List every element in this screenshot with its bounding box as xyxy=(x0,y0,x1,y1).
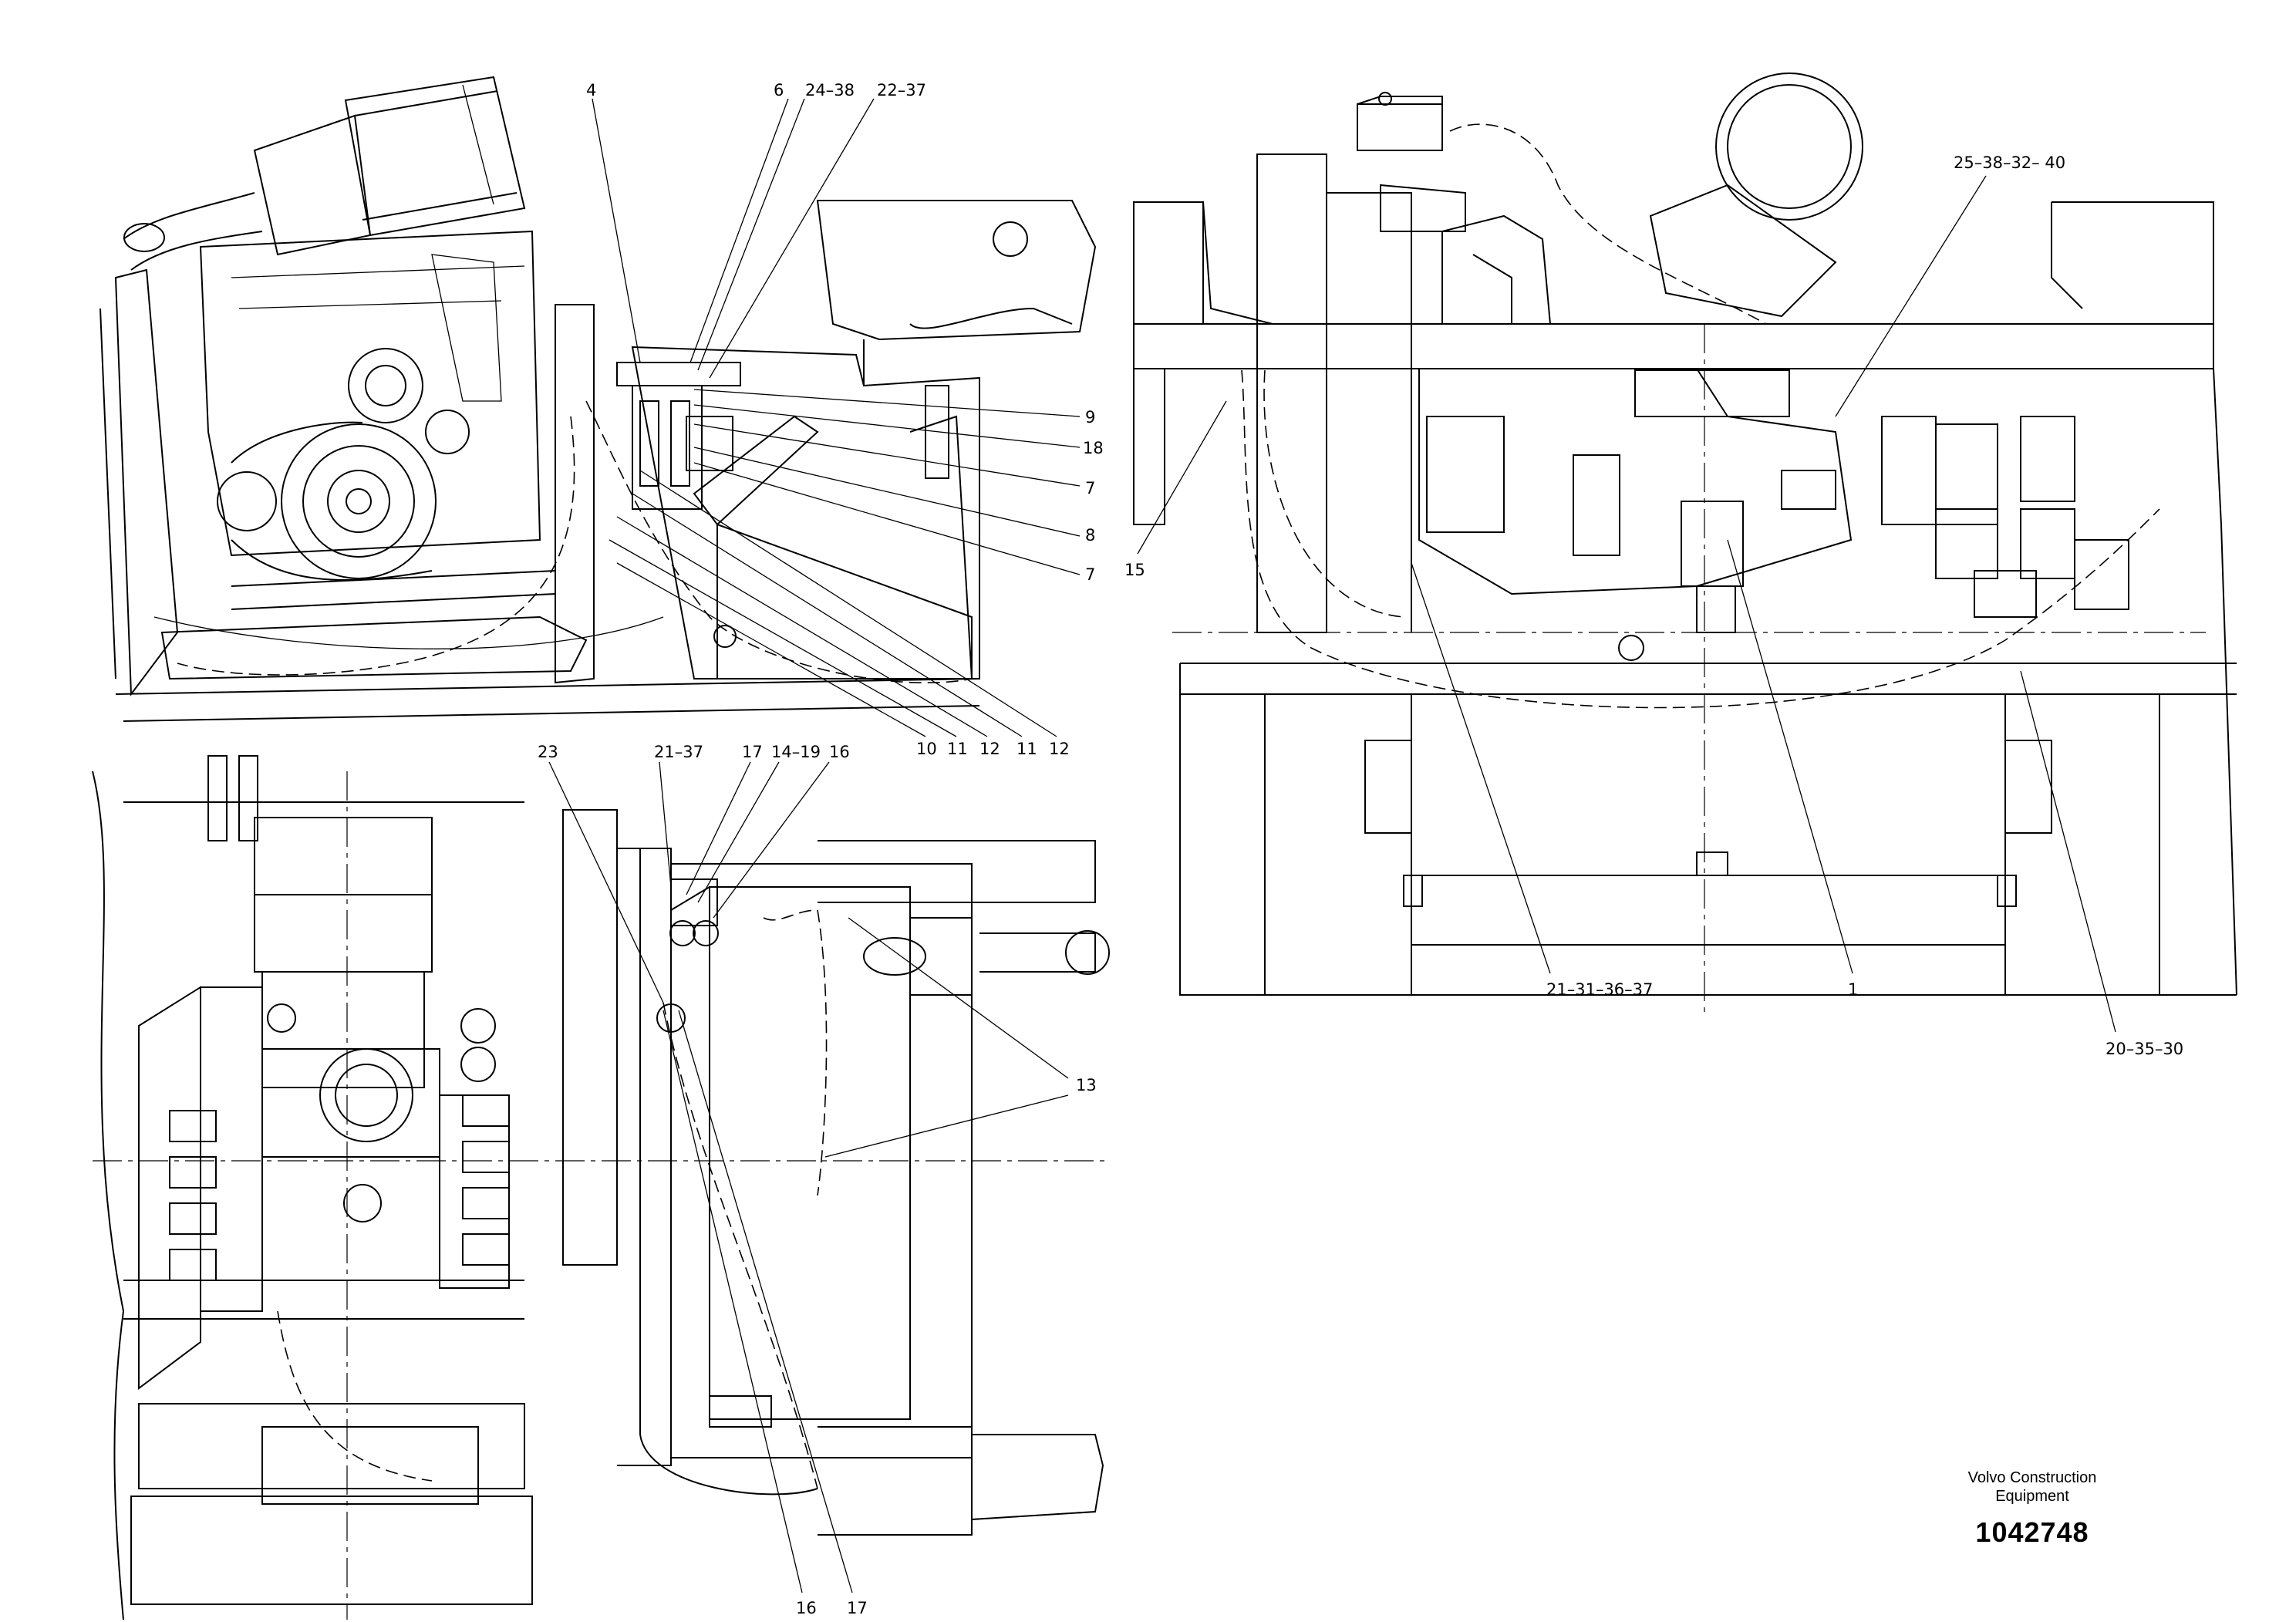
callout-14-19: 14–19 xyxy=(771,743,821,761)
callout-25-38-32-40: 25–38–32– 40 xyxy=(1954,153,2065,172)
rear-view-leaders xyxy=(1137,175,2116,1033)
callout-12b: 12 xyxy=(1049,740,1070,758)
callout-17a: 17 xyxy=(742,743,763,761)
rear-view-frame xyxy=(1133,73,2237,1018)
callout-13: 13 xyxy=(1076,1076,1097,1094)
callout-17b: 17 xyxy=(847,1599,868,1617)
callout-18: 18 xyxy=(1083,439,1104,457)
top-view-engine xyxy=(92,755,1111,1620)
callout-12a: 12 xyxy=(979,740,1000,758)
callout-21-37: 21–37 xyxy=(654,743,703,761)
callout-15: 15 xyxy=(1124,561,1145,579)
callout-23: 23 xyxy=(538,743,558,761)
side-view-leaders xyxy=(592,98,1081,737)
top-view-leaders xyxy=(548,761,1069,1593)
callout-7b: 7 xyxy=(1085,565,1095,584)
company-name-line2: Equipment xyxy=(1995,1488,2069,1505)
callout-16b: 16 xyxy=(796,1599,817,1617)
company-name-line1: Volvo Construction xyxy=(1967,1469,2097,1486)
callout-6: 6 xyxy=(774,81,784,99)
callout-7a: 7 xyxy=(1085,479,1095,497)
callout-11b: 11 xyxy=(1017,740,1037,758)
title-block: Volvo Construction Equipment 1042748 xyxy=(1913,1469,2152,1549)
callout-labels: 4 6 24–38 22–37 9 18 7 8 7 10 11 12 11 1… xyxy=(538,81,2183,1617)
callout-8: 8 xyxy=(1085,526,1095,545)
side-view-engine xyxy=(99,76,1097,722)
callout-11a: 11 xyxy=(947,740,968,758)
callout-24-38: 24–38 xyxy=(805,81,855,99)
callout-16a: 16 xyxy=(829,743,850,761)
drawing-number: 1042748 xyxy=(1975,1516,2089,1548)
callout-4: 4 xyxy=(586,81,596,99)
callout-9: 9 xyxy=(1085,408,1095,427)
callout-1: 1 xyxy=(1848,980,1858,999)
callout-21-31-36-37: 21–31–36–37 xyxy=(1546,980,1653,999)
callout-20-35-30: 20–35–30 xyxy=(2106,1040,2183,1058)
callout-10: 10 xyxy=(916,740,937,758)
callout-22-37: 22–37 xyxy=(877,81,926,99)
